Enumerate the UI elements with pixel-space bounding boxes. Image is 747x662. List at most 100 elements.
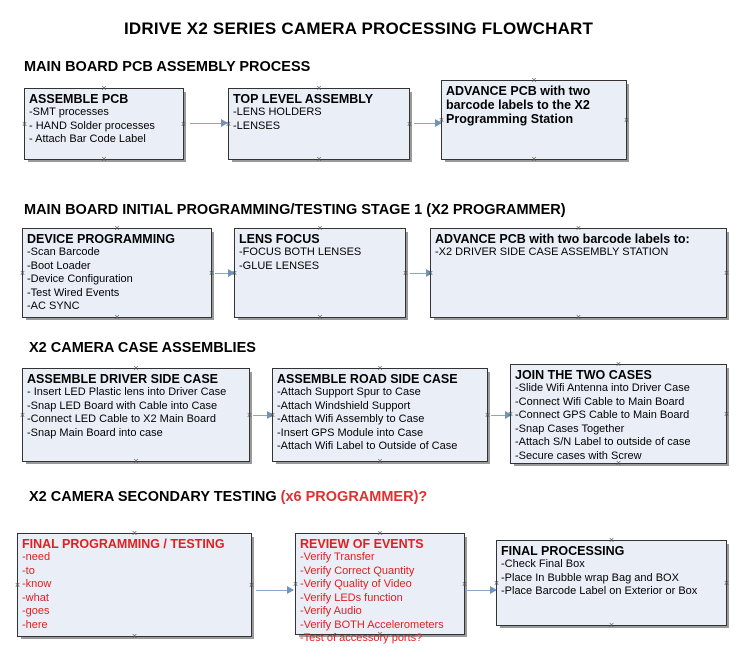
resize-handle-right[interactable] — [623, 117, 630, 124]
flow-box-title: JOIN THE TWO CASES — [515, 368, 652, 382]
flow-box-title: ASSEMBLE PCB — [29, 92, 129, 106]
resize-handle-bottom[interactable] — [317, 314, 324, 321]
flow-box-assemble-road-side-case[interactable]: ASSEMBLE ROAD SIDE CASE -Attach Support … — [272, 368, 488, 462]
resize-handle-top[interactable] — [377, 365, 384, 372]
flow-box-item: -FOCUS BOTH LENSES — [239, 246, 362, 258]
connector-line — [491, 415, 511, 416]
flow-box-item: -Connect Wifi Cable to Main Board — [515, 395, 685, 408]
resize-handle-bottom[interactable] — [131, 633, 138, 640]
resize-handle-left[interactable] — [231, 270, 238, 277]
flow-box-item: - Attach Bar Code Label — [29, 133, 146, 145]
flow-box-items: -FOCUS BOTH LENSES -GLUE LENSES — [239, 246, 402, 273]
resize-handle-left[interactable] — [269, 412, 276, 419]
resize-handle-top[interactable] — [575, 225, 582, 232]
resize-handle-top[interactable] — [608, 537, 615, 544]
flow-box-item: -Place In Bubble wrap Bag and BOX — [501, 571, 679, 584]
section-heading-text: MAIN BOARD PCB ASSEMBLY PROCESS — [24, 59, 311, 75]
section-heading-camera-case-assemblies: X2 CAMERA CASE ASSEMBLIES — [29, 340, 256, 356]
resize-handle-top[interactable] — [133, 365, 140, 372]
section-heading-text: X2 CAMERA CASE ASSEMBLIES — [29, 340, 256, 356]
connector-top-level-assembly-to-advance-pcb — [414, 119, 442, 128]
connector-assemble-pcb-to-top-level-assembly — [190, 119, 228, 128]
flow-box-items: -need -to -know -what -goes -here — [22, 551, 248, 632]
section-heading-text: MAIN BOARD INITIAL PROGRAMMING/TESTING S… — [24, 202, 566, 218]
flow-box-item: - Insert LED Plastic lens into Driver Ca… — [27, 386, 227, 398]
flow-box-item: -Attach Wifi Assembly to Case — [277, 413, 425, 425]
flow-box-items: -SMT processes - HAND Solder processes -… — [29, 106, 180, 147]
resize-handle-right[interactable] — [484, 412, 491, 419]
resize-handle-left[interactable] — [292, 581, 299, 588]
resize-handle-right[interactable] — [406, 121, 413, 128]
connector-line — [410, 273, 432, 274]
flow-box-title: FINAL PROGRAMMING / TESTING — [22, 537, 225, 551]
flow-box-items: -Attach Support Spur to Case -Attach Win… — [277, 386, 484, 454]
resize-handle-bottom[interactable] — [101, 156, 108, 163]
page-title: IDRIVE X2 SERIES CAMERA PROCESSING FLOWC… — [124, 19, 594, 38]
resize-handle-right[interactable] — [246, 412, 253, 419]
flow-box-final-processing[interactable]: FINAL PROCESSING -Check Final Box -Place… — [496, 540, 727, 626]
resize-handle-bottom[interactable] — [575, 314, 582, 321]
resize-handle-right[interactable] — [208, 270, 215, 277]
connector-final-programming-to-review-of-events — [256, 586, 294, 595]
resize-handle-bottom[interactable] — [114, 314, 121, 321]
flow-box-join-the-two-cases[interactable]: JOIN THE TWO CASES -Slide Wifi Antenna i… — [510, 364, 727, 464]
flow-box-top-level-assembly[interactable]: TOP LEVEL ASSEMBLY -LENS HOLDERS -LENSES — [228, 88, 410, 160]
resize-handle-right[interactable] — [723, 411, 730, 418]
flow-box-advance-pcb-to-programming-station[interactable]: ADVANCE PCB with two barcode labels to t… — [441, 80, 627, 160]
flow-box-item: -Verify Transfer — [300, 551, 375, 563]
resize-handle-left[interactable] — [19, 412, 26, 419]
resize-handle-right[interactable] — [180, 121, 187, 128]
flow-box-assemble-pcb[interactable]: ASSEMBLE PCB -SMT processes - HAND Solde… — [24, 88, 184, 160]
flow-box-assemble-driver-side-case[interactable]: ASSEMBLE DRIVER SIDE CASE - Insert LED P… — [22, 368, 250, 462]
resize-handle-bottom[interactable] — [531, 156, 538, 163]
connector-line — [466, 590, 496, 591]
resize-handle-bottom[interactable] — [608, 622, 615, 629]
flow-box-advance-pcb-to-driver-side-case[interactable]: ADVANCE PCB with two barcode labels to: … — [430, 228, 727, 318]
resize-handle-bottom[interactable] — [377, 458, 384, 465]
resize-handle-right[interactable] — [723, 580, 730, 587]
flow-box-item: -Verify Audio — [300, 605, 362, 617]
flow-box-review-of-events[interactable]: REVIEW OF EVENTS -Verify Transfer -Verif… — [292, 530, 468, 644]
flow-box-item: -Attach S/N Label to outside of case — [515, 436, 691, 448]
flow-box-item: -Verify Correct Quantity — [300, 564, 415, 577]
resize-handle-top[interactable] — [131, 530, 138, 537]
resize-handle-right[interactable] — [402, 270, 409, 277]
resize-handle-right[interactable] — [723, 270, 730, 277]
resize-handle-left[interactable] — [438, 117, 445, 124]
resize-handle-left[interactable] — [427, 270, 434, 277]
flow-box-lens-focus[interactable]: LENS FOCUS -FOCUS BOTH LENSES -GLUE LENS… — [234, 228, 406, 318]
flow-box-item: -Test Wired Events — [27, 286, 120, 299]
resize-handle-right[interactable] — [461, 581, 468, 588]
resize-handle-top[interactable] — [377, 530, 384, 537]
resize-handle-left[interactable] — [19, 270, 26, 277]
resize-handle-right[interactable] — [248, 582, 255, 589]
resize-handle-top[interactable] — [317, 225, 324, 232]
flow-box-item: -Snap Cases Together — [515, 422, 625, 435]
connector-line — [190, 123, 227, 124]
arrowhead-icon — [287, 586, 294, 594]
resize-handle-top[interactable] — [316, 85, 323, 92]
flow-box-title: ASSEMBLE ROAD SIDE CASE — [277, 372, 458, 386]
resize-handle-left[interactable] — [225, 121, 232, 128]
flow-box-item: -Boot Loader — [27, 259, 91, 272]
section-heading-initial-programming-testing: MAIN BOARD INITIAL PROGRAMMING/TESTING S… — [24, 202, 566, 218]
flow-box-device-programming[interactable]: DEVICE PROGRAMMING -Scan Barcode -Boot L… — [22, 228, 212, 318]
flow-box-item: -Device Configuration — [27, 273, 133, 285]
resize-handle-left[interactable] — [493, 580, 500, 587]
resize-handle-top[interactable] — [114, 225, 121, 232]
resize-handle-top[interactable] — [101, 85, 108, 92]
flow-box-item: -what — [22, 591, 49, 604]
resize-handle-bottom[interactable] — [316, 156, 323, 163]
resize-handle-left[interactable] — [14, 582, 21, 589]
flow-box-items: -Check Final Box -Place In Bubble wrap B… — [501, 558, 723, 599]
flow-box-title: LENS FOCUS — [239, 232, 320, 246]
flow-box-item: -Check Final Box — [501, 558, 585, 570]
resize-handle-top[interactable] — [615, 361, 622, 368]
flow-box-item: -Snap Main Board into case — [27, 426, 163, 439]
resize-handle-bottom[interactable] — [133, 458, 140, 465]
flow-box-item: -Test of accessory ports? — [300, 632, 423, 644]
resize-handle-left[interactable] — [21, 121, 28, 128]
resize-handle-top[interactable] — [531, 77, 538, 84]
resize-handle-left[interactable] — [507, 411, 514, 418]
flow-box-final-programming-testing[interactable]: FINAL PROGRAMMING / TESTING -need -to -k… — [17, 533, 252, 637]
